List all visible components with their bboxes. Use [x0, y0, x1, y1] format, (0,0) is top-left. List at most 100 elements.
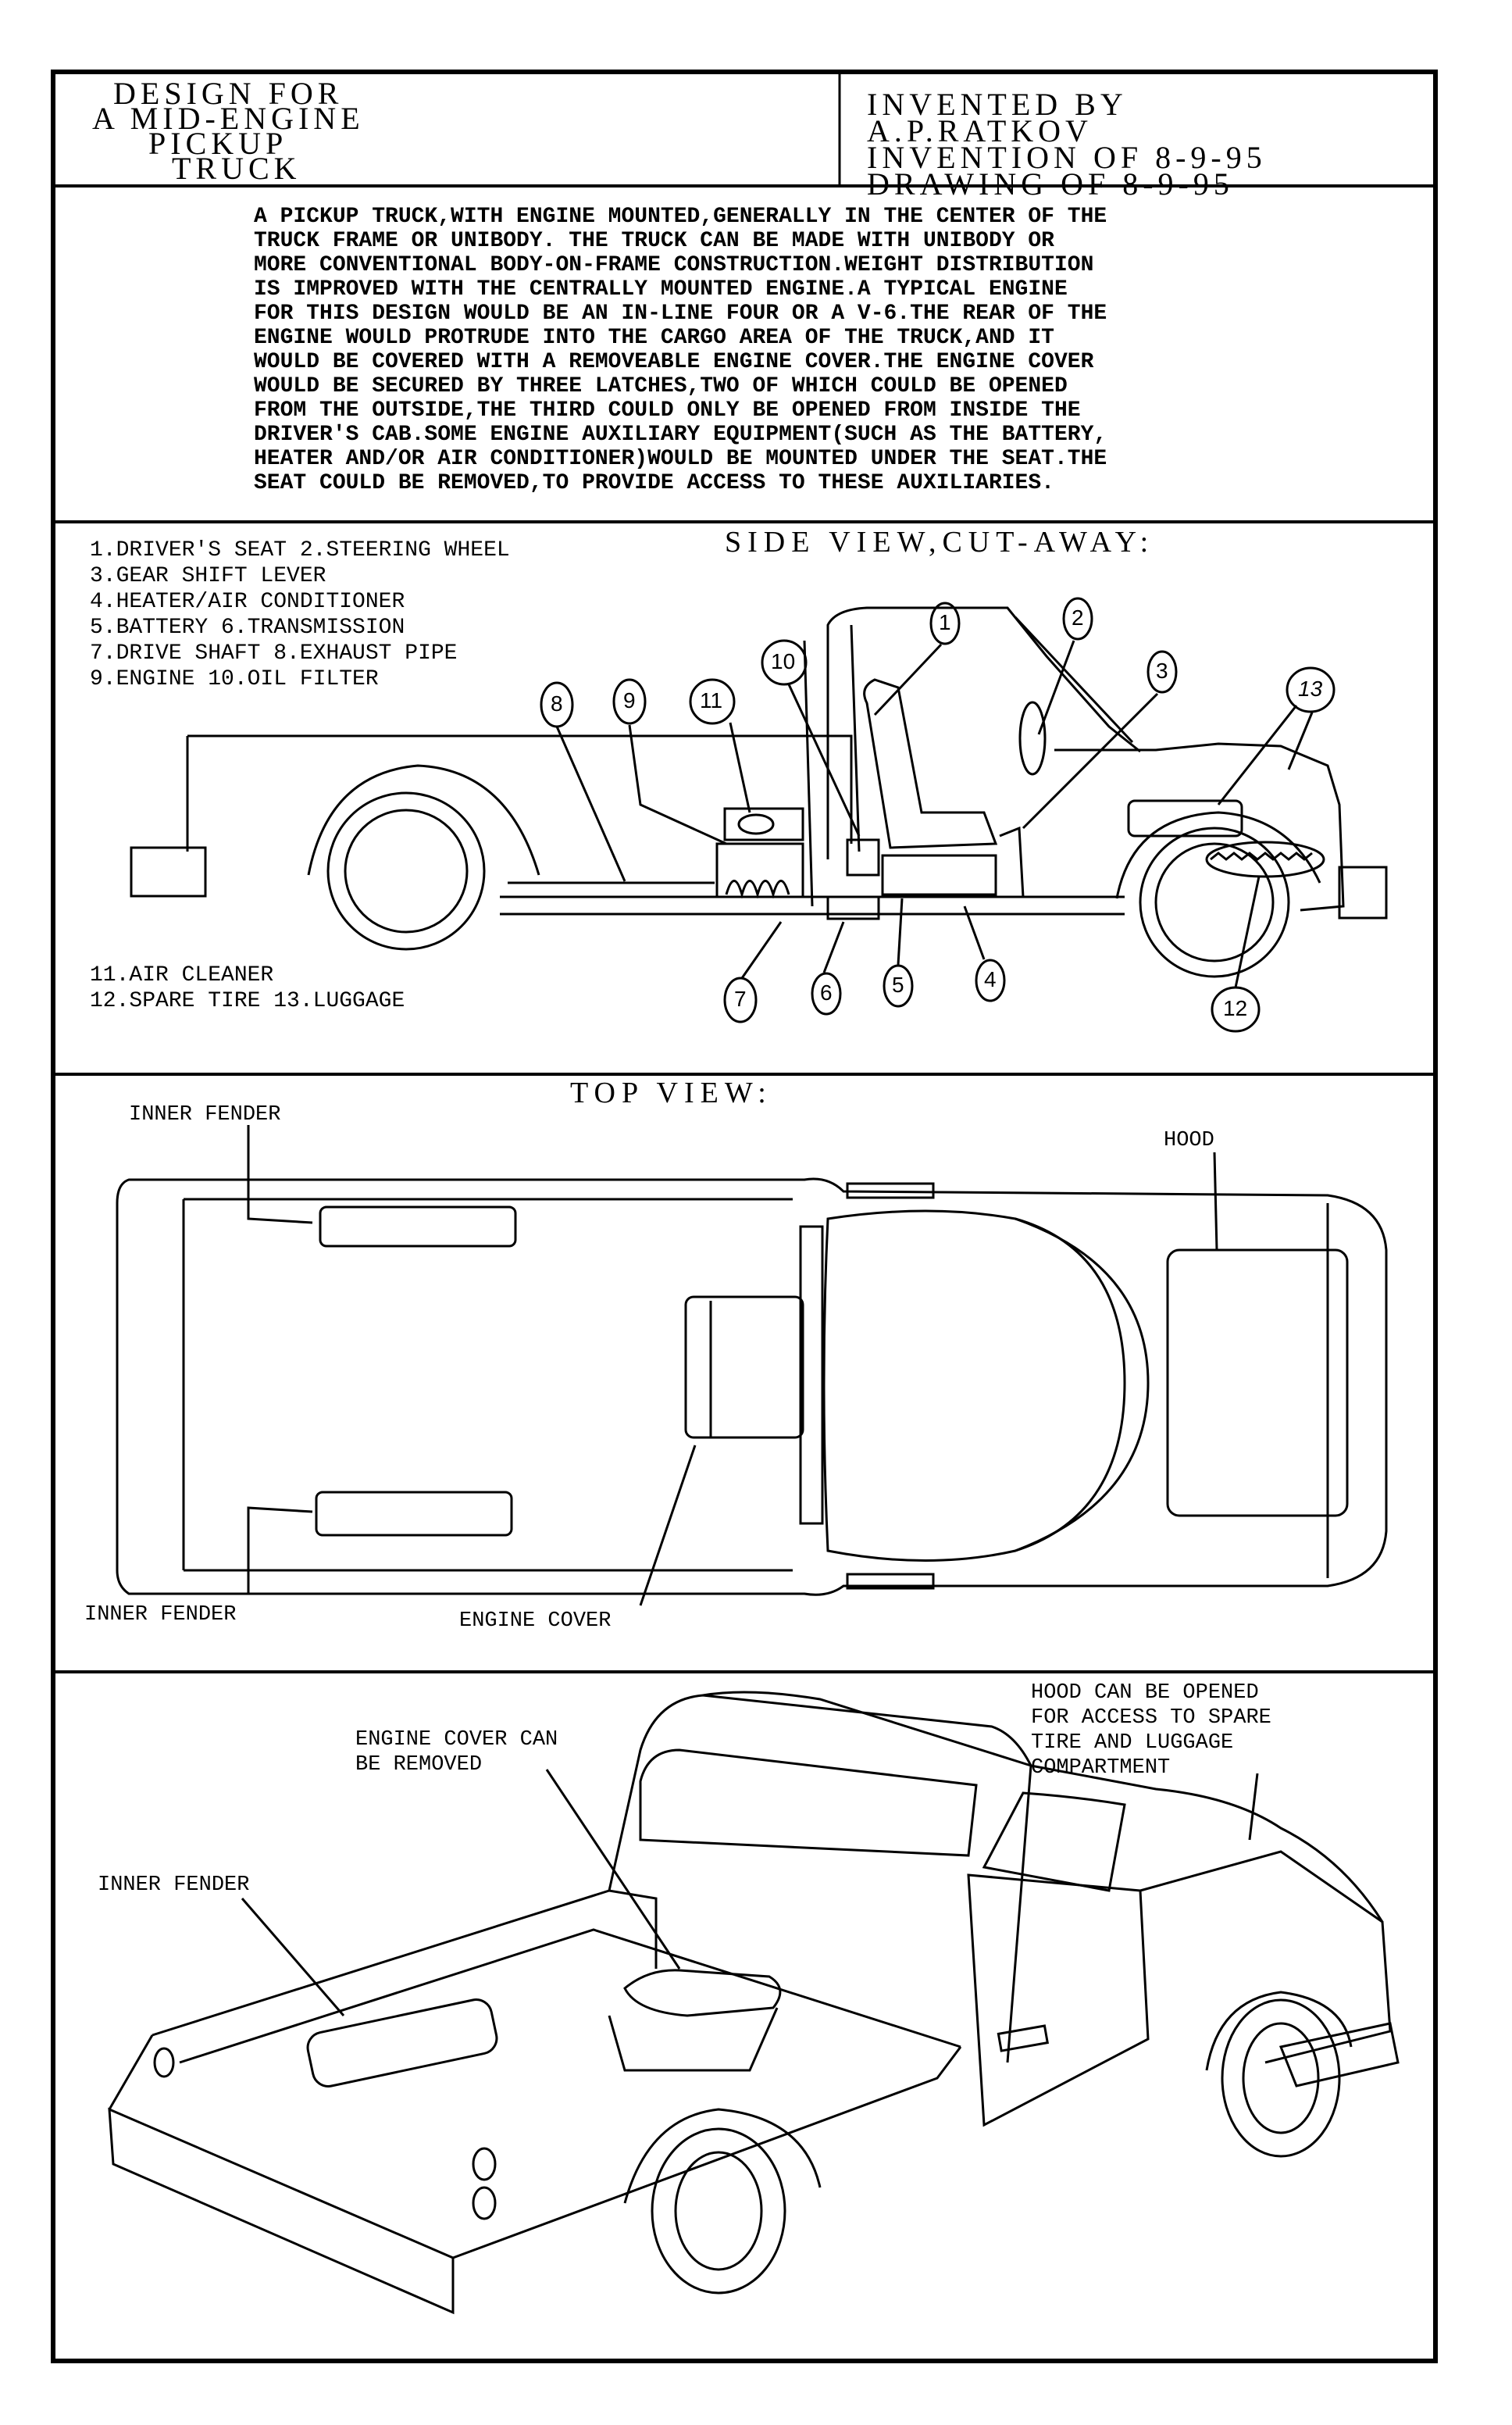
callout-number: 2 — [1072, 605, 1084, 630]
rear-bumper — [131, 848, 205, 896]
oil-filter — [847, 840, 879, 875]
callout-number: 12 — [1223, 996, 1248, 1020]
description-line: ENGINE WOULD PROTRUDE INTO THE CARGO ARE… — [254, 326, 1054, 350]
inner-fender-label-3d: INNER FENDER — [98, 1873, 250, 1897]
rear-wheel-hub-3d — [676, 2152, 761, 2270]
hood-access-line-2: FOR ACCESS TO SPARE — [1031, 1706, 1271, 1730]
front-bumper-3d — [1281, 2023, 1398, 2086]
callout-13 — [1287, 668, 1334, 712]
leader-6 — [824, 922, 843, 973]
cab-rear-window — [801, 1227, 822, 1523]
description-line: TRUCK FRAME OR UNIBODY. THE TRUCK CAN BE… — [254, 229, 1054, 253]
cab-back — [609, 1695, 1031, 2062]
callout-5 — [884, 966, 912, 1006]
title-line-4: TRUCK — [172, 151, 301, 186]
inner-fender-3d — [305, 1997, 499, 2089]
engine-cover-base — [609, 2008, 777, 2070]
gear-shift — [1000, 828, 1023, 897]
air-cleaner — [725, 809, 803, 840]
leader-inner-fender-bottom — [248, 1508, 312, 1594]
description-line: WOULD BE SECURED BY THREE LATCHES,TWO OF… — [254, 374, 1068, 398]
cab-roof — [824, 1211, 1125, 1561]
description-line: A PICKUP TRUCK,WITH ENGINE MOUNTED,GENER… — [254, 205, 1107, 229]
callout-2 — [1064, 598, 1092, 639]
engine-cover-top — [686, 1297, 803, 1438]
leader-inner-fender-3d — [242, 1898, 344, 2016]
rear-wheel — [328, 793, 484, 949]
description-line: SEAT COULD BE REMOVED,TO PROVIDE ACCESS … — [254, 471, 1054, 495]
tail-light-left — [155, 2048, 173, 2077]
rear-wheel-arch — [308, 766, 539, 875]
cab-back-pillar — [804, 641, 812, 906]
legend-line: 11.AIR CLEANER — [90, 963, 274, 988]
engine-cover-removable-line-1: ENGINE COVER CAN — [355, 1728, 558, 1752]
legend-line: 12.SPARE TIRE 13.LUGGAGE — [90, 989, 405, 1013]
title-line-1: DESIGN FOR — [113, 76, 344, 111]
legend-line: 7.DRIVE SHAFT 8.EXHAUST PIPE — [90, 641, 458, 666]
description-line: WOULD BE COVERED WITH A REMOVEABLE ENGIN… — [254, 350, 1094, 374]
leader-5 — [898, 898, 902, 965]
leader-11 — [730, 723, 750, 812]
title-line-3: PICKUP — [148, 126, 288, 161]
callout-6 — [812, 973, 840, 1014]
invention-date: INVENTION OF 8-9-95 — [867, 140, 1267, 175]
title-line-2: A MID-ENGINE — [92, 101, 365, 136]
description-block: A PICKUP TRUCK,WITH ENGINE MOUNTED,GENER… — [254, 205, 1425, 495]
side-view-legend: 1.DRIVER'S SEAT 2.STEERING WHEEL 3.GEAR … — [90, 538, 510, 692]
luggage — [1129, 801, 1242, 836]
description-line: HEATER AND/OR AIR CONDITIONER)WOULD BE M… — [254, 447, 1107, 471]
bed-right-side — [453, 2047, 961, 2258]
front-fascia — [1140, 1852, 1390, 2062]
bed-floor — [180, 1930, 961, 2062]
cab-rear-window-3d — [640, 1750, 976, 1855]
leader-engine-cover — [640, 1445, 695, 1605]
tailgate-top — [109, 2035, 152, 2109]
callout-4 — [976, 960, 1004, 1001]
inner-fender-label-bottom: INNER FENDER — [84, 1603, 237, 1627]
side-view-title: SIDE VIEW,CUT-AWAY: — [725, 526, 1155, 559]
engine-block — [717, 844, 803, 897]
transmission — [828, 897, 879, 919]
callout-number: 7 — [734, 987, 747, 1011]
description-line: MORE CONVENTIONAL BODY-ON-FRAME CONSTRUC… — [254, 253, 1094, 277]
drawing-date: DRAWING OF 8-9-95 — [867, 166, 1234, 202]
truck-body-outline — [187, 736, 1343, 910]
callout-number: 13 — [1298, 677, 1323, 701]
callout-number: 11 — [700, 688, 723, 712]
front-wheel — [1140, 828, 1289, 977]
hood-access-line-3: TIRE AND LUGGAGE — [1031, 1731, 1234, 1755]
legend-line: 1.DRIVER'S SEAT 2.STEERING WHEEL — [90, 538, 510, 562]
hood-panel — [1168, 1250, 1347, 1516]
engine-detail — [726, 881, 789, 895]
engine-cover-removable-line-2: BE REMOVED — [355, 1753, 483, 1777]
mirror-bottom — [847, 1574, 933, 1588]
callout-number: 4 — [984, 967, 997, 991]
callout-11 — [690, 680, 734, 723]
side-view-legend-lower: 11.AIR CLEANER 12.SPARE TIRE 13.LUGGAGE — [90, 962, 405, 1014]
legend-line: 3.GEAR SHIFT LEVER — [90, 564, 326, 588]
leader-7 — [742, 922, 781, 978]
cab-outline — [828, 608, 1140, 859]
hood-access-line-4: COMPARTMENT — [1031, 1756, 1171, 1780]
leader-9 — [629, 725, 726, 844]
inner-fender-bottom — [316, 1492, 512, 1535]
legend-line: 5.BATTERY 6.TRANSMISSION — [90, 616, 405, 640]
tail-light-lower — [473, 2188, 495, 2219]
inner-fender-top — [320, 1207, 515, 1246]
leader-1 — [875, 645, 941, 715]
inventor-name: A.P.RATKOV — [867, 113, 1093, 148]
description-line: IS IMPROVED WITH THE CENTRALLY MOUNTED E… — [254, 277, 1068, 302]
callout-3 — [1148, 652, 1176, 692]
drivers-seat — [865, 680, 996, 848]
spare-tire-tread — [1211, 853, 1312, 859]
cab-roof-3d — [703, 1692, 1031, 1766]
bed-inner-outline — [184, 1199, 793, 1570]
leader-engine-cover-3d — [547, 1770, 679, 1969]
top-view-title: TOP VIEW: — [570, 1077, 772, 1109]
hood-label: HOOD — [1164, 1129, 1214, 1152]
invented-by-label: INVENTED BY — [867, 87, 1128, 122]
inner-fender-label-top: INNER FENDER — [129, 1103, 281, 1127]
